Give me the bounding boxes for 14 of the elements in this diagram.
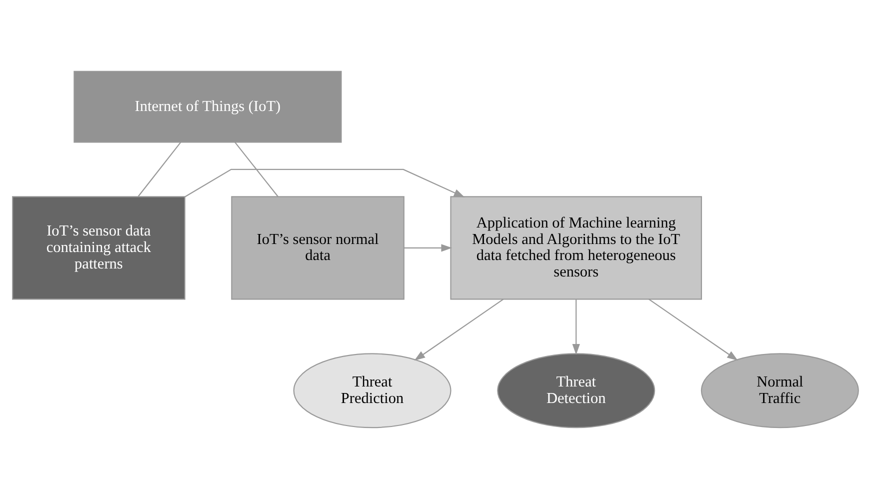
connector xyxy=(234,141,278,196)
arrow xyxy=(403,244,452,252)
node-ellipse: Normal Traffic xyxy=(700,352,859,428)
connector xyxy=(138,141,182,196)
arrow xyxy=(648,298,738,360)
node-box: IoT’s sensor normal data xyxy=(231,196,404,300)
arrow xyxy=(414,298,504,360)
node-box: IoT’s sensor data containing attack patterns xyxy=(12,196,186,300)
arrow xyxy=(184,168,465,197)
node-ellipse: Threat Detection xyxy=(497,352,656,428)
node-ellipse: Threat Prediction xyxy=(293,352,452,428)
node-box: Internet of Things (IoT) xyxy=(74,70,342,142)
node-box: Application of Machine learning Models and Algorithms to the IoT data fetched from heterogeneous sensors xyxy=(450,196,702,300)
arrow xyxy=(572,298,580,354)
